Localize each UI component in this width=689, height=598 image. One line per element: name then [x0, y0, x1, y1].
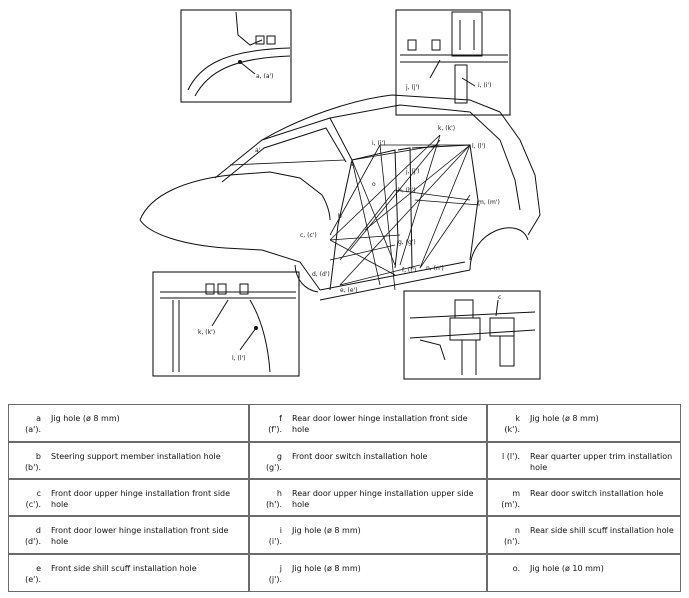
- legend-description: Rear door switch installation hole: [530, 489, 664, 498]
- detail-view-k-l: [152, 271, 300, 377]
- legend-code: f (f').: [268, 414, 282, 434]
- car-body-outline: [139, 94, 541, 301]
- callout-k: k, (k'): [198, 329, 215, 336]
- legend-code: o.: [512, 564, 520, 573]
- legend-cell: k (k'). Jig hole (ø 8 mm): [487, 404, 681, 442]
- car-label-c: c, (c'): [300, 232, 317, 239]
- legend-cell: d (d'). Front door lower hinge installati…: [8, 516, 249, 554]
- car-label-e: e, (e'): [340, 287, 358, 294]
- legend-cell: a (a'). Jig hole (ø 8 mm): [8, 404, 249, 442]
- legend-description: Jig hole (ø 10 mm): [530, 564, 604, 573]
- legend-cell: e (e'). Front side shill scuff installati…: [8, 554, 249, 592]
- car-label-b: b: [338, 213, 342, 220]
- legend-table: a (a'). Jig hole (ø 8 mm) f (f'). Rear door…: [8, 404, 681, 592]
- legend-cell: m (m'). Rear door switch installation hol…: [487, 479, 681, 516]
- legend-code: j (j').: [268, 564, 282, 584]
- legend-description: Jig hole (ø 8 mm): [292, 564, 361, 573]
- legend-description: Jig hole (ø 8 mm): [292, 526, 361, 535]
- car-label-n: n, (n'): [426, 265, 444, 272]
- legend-code: d (d').: [24, 526, 41, 546]
- car-label-o: o: [372, 181, 376, 188]
- legend-description: Rear door lower hinge installation front…: [292, 414, 468, 434]
- legend-code: n (n').: [503, 526, 520, 546]
- legend-description: Jig hole (ø 8 mm): [51, 414, 120, 423]
- legend-code: c (c').: [25, 489, 41, 509]
- legend-cell: f (f'). Rear door lower hinge installatio…: [249, 404, 487, 442]
- legend-code: e (e').: [25, 564, 41, 584]
- legend-description: Front door switch installation hole: [292, 452, 428, 461]
- legend-code: a (a').: [25, 414, 41, 434]
- callout-i: i, (i'): [478, 82, 491, 89]
- legend-code: g (g').: [265, 452, 282, 472]
- legend-cell: l (l'). Rear quarter upper trim installat…: [487, 442, 681, 479]
- car-label-f: f, (f'): [402, 267, 416, 274]
- car-label-i: i, (i'): [372, 140, 385, 147]
- legend-cell: j (j'). Jig hole (ø 8 mm): [249, 554, 487, 592]
- legend-code: m (m').: [501, 489, 520, 509]
- legend-description: Rear door upper hinge installation upper…: [292, 489, 474, 509]
- legend-cell: g (g'). Front door switch installation ho…: [249, 442, 487, 479]
- legend-cell: i (i'). Jig hole (ø 8 mm): [249, 516, 487, 554]
- legend-cell: c (c'). Front door upper hinge installati…: [8, 479, 249, 516]
- callout-j: j, (j'): [405, 84, 419, 91]
- car-label-h: h, (h'): [398, 187, 416, 194]
- callout-a: a, (a'): [256, 73, 274, 80]
- legend-description: Jig hole (ø 8 mm): [530, 414, 599, 423]
- legend-code: b (b').: [24, 452, 41, 472]
- legend-description: Rear quarter upper trim installation hol…: [530, 452, 673, 472]
- car-label-j: j, (j'): [405, 168, 419, 175]
- callout-l: l, (l'): [232, 355, 245, 362]
- detail-view-j-i: [395, 9, 511, 116]
- car-label-a-prime: a': [255, 147, 261, 154]
- legend-cell: o. Jig hole (ø 10 mm): [487, 554, 681, 592]
- car-label-d: d, (d'): [312, 271, 330, 278]
- measurement-lines: [229, 134, 481, 291]
- legend-description: Steering support member installation hol…: [51, 452, 221, 461]
- legend-description: Front door lower hinge installation fron…: [51, 526, 229, 546]
- legend-cell: b (b'). Steering support member installat…: [8, 442, 249, 479]
- detail-view-o: [403, 290, 541, 380]
- car-label-m: m, (m'): [478, 199, 500, 206]
- car-label-g: g, (g'): [398, 239, 416, 246]
- legend-description: Rear side shill scuff installation hole: [530, 526, 674, 535]
- legend-code: i (i').: [268, 526, 282, 546]
- legend-description: Front side shill scuff installation hole: [51, 564, 197, 573]
- callout-c: c: [498, 294, 501, 301]
- vehicle-body-diagram: a, (a') j, (j') i, (i') k, (k') l, (l') …: [139, 9, 541, 380]
- detail-view-a: [180, 9, 292, 103]
- legend-code: k (k').: [504, 414, 520, 434]
- legend-code: h (h').: [265, 489, 282, 509]
- legend-cell: h (h'). Rear door upper hinge installatio…: [249, 479, 487, 516]
- car-label-a: a: [350, 161, 354, 168]
- legend-code: l (l').: [502, 452, 520, 461]
- car-label-l: l, (l'): [472, 143, 485, 150]
- legend-cell: n (n'). Rear side shill scuff installatio…: [487, 516, 681, 554]
- car-label-k: k, (k'): [438, 125, 455, 132]
- legend-description: Front door upper hinge installation fron…: [51, 489, 231, 509]
